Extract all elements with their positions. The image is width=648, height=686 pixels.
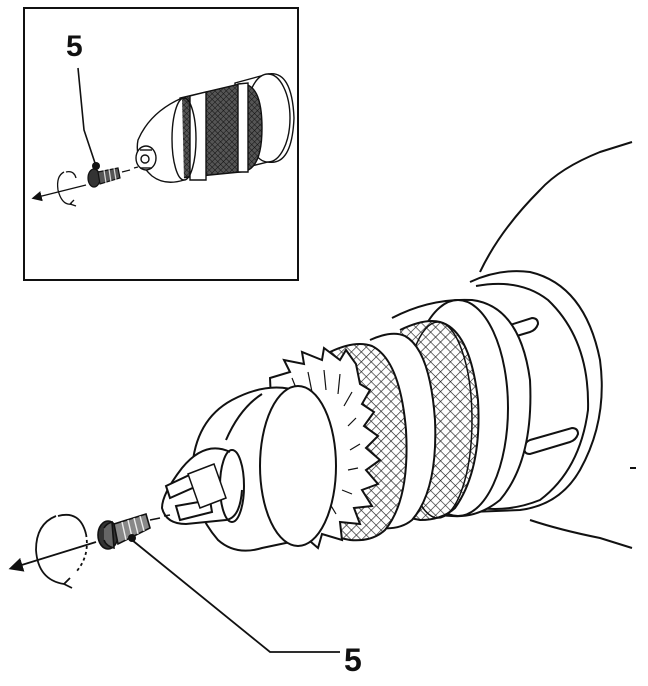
inset-counterclockwise-rotation-arrow-icon <box>31 170 87 207</box>
inset-part-number-callout: 5 <box>66 30 83 63</box>
main-part-number-callout: 5 <box>344 642 362 678</box>
main-counterclockwise-rotation-arrow-icon <box>8 513 97 589</box>
main-chuck-screw-icon <box>97 512 151 550</box>
inset-axis-line <box>121 166 139 173</box>
inset-drill-chuck-icon <box>135 73 295 183</box>
main-axis-line <box>149 514 171 521</box>
inset-leader-line <box>77 67 100 170</box>
inset-chuck-screw-icon <box>87 167 121 188</box>
main-leader-line <box>128 534 340 653</box>
main-drill-chuck-icon <box>160 298 532 552</box>
inset-detail-view <box>23 7 299 281</box>
